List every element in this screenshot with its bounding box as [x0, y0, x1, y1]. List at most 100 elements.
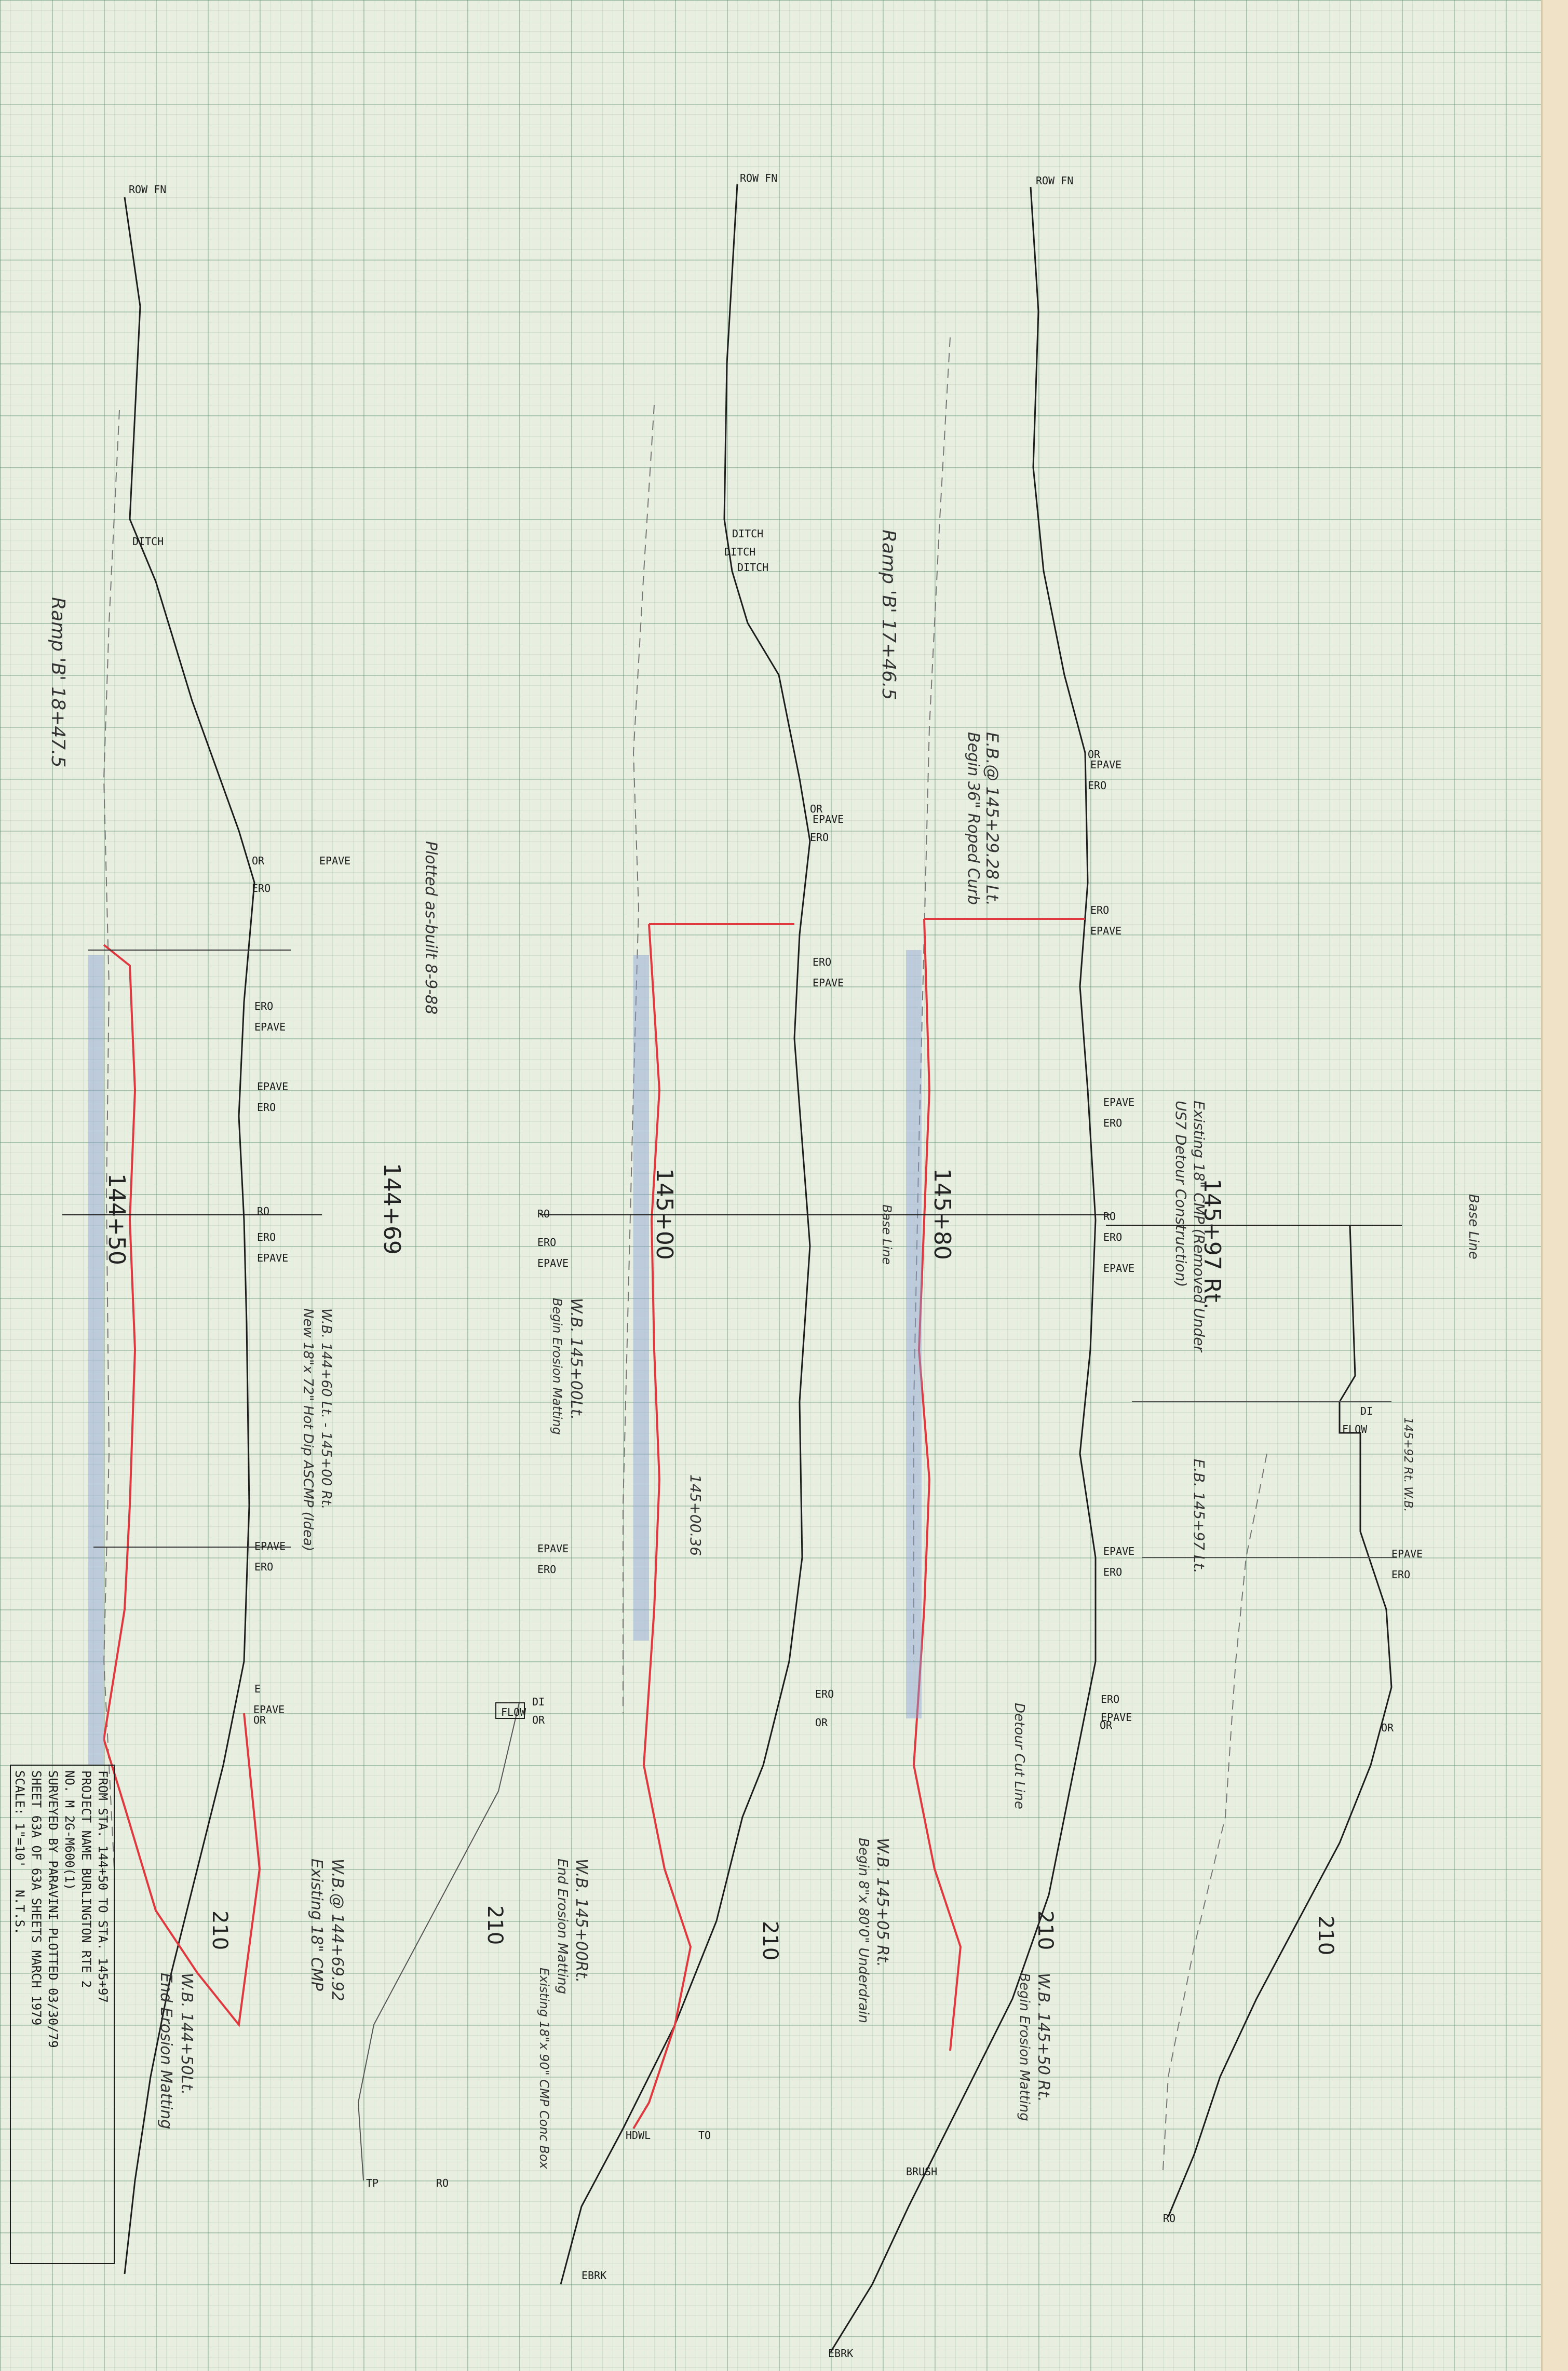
svg-text:EPAVE: EPAVE [1103, 1262, 1134, 1275]
station-label: 145+97 Rt. [1199, 1178, 1225, 1310]
svg-text:ERO: ERO [1101, 1693, 1119, 1705]
hand-station-label: 144+69 [379, 1163, 405, 1255]
svg-text:145+92 Rt. W.B.: 145+92 Rt. W.B. [1401, 1417, 1414, 1512]
svg-text:HDWL: HDWL [626, 2129, 651, 2142]
svg-text:ERO: ERO [1088, 779, 1106, 792]
svg-text:OR: OR [810, 803, 823, 815]
top-label: ROW FN [129, 183, 166, 196]
svg-text:ERO: ERO [537, 1563, 556, 1576]
svg-text:Detour Cut Line: Detour Cut Line [1011, 1703, 1027, 1809]
ground-profile [124, 197, 255, 2274]
svg-text:210: 210 [483, 1905, 507, 1945]
svg-text:TO: TO [698, 2129, 711, 2142]
svg-text:RO: RO [1163, 2212, 1175, 2225]
svg-text:Begin 36" Roped Curb: Begin 36" Roped Curb [964, 732, 982, 905]
elevation-label: 210 [758, 1921, 782, 1960]
as-built-red-line [102, 944, 261, 2027]
svg-text:DI: DI [1360, 1405, 1373, 1417]
svg-text:OR: OR [1381, 1722, 1394, 1734]
svg-text:RO: RO [257, 1205, 269, 1217]
note: New 18"x 72" Hot Dip ASCMP (Idea) [300, 1308, 316, 1551]
station-label: 145+00 [651, 1168, 678, 1260]
svg-text:EPAVE: EPAVE [254, 1540, 286, 1552]
svg-text:ERO: ERO [254, 1561, 273, 1573]
ground-profile [830, 186, 1097, 2352]
svg-text:OR: OR [532, 1714, 545, 1726]
section-144-50: ROW FN DITCH 144+50 144+69 210 Ramp 'B' … [47, 183, 520, 2274]
svg-text:EBRK: EBRK [828, 2347, 853, 2360]
svg-text:US7 Detour Construction): US7 Detour Construction) [1172, 1101, 1189, 1287]
svg-text:EPAVE: EPAVE [1090, 758, 1121, 771]
svg-text:W.B. 145+50 Rt.: W.B. 145+50 Rt. [1034, 1973, 1052, 2102]
svg-text:PROJECT NAME BURLINGTON RT: PROJECT NAME BURLINGTON RTE 2 [79, 1770, 93, 1988]
blue-fill [88, 955, 104, 1765]
svg-text:BRUSH: BRUSH [906, 2165, 937, 2178]
svg-text:Begin Erosion Matting: Begin Erosion Matting [550, 1298, 564, 1435]
as-built-red-line [912, 918, 1085, 2051]
svg-text:EPAVE: EPAVE [319, 855, 350, 867]
ditch-label: DITCH [132, 535, 164, 548]
pencil-profile [103, 410, 120, 1869]
svg-text:145+00.36: 145+00.36 [687, 1474, 704, 1556]
svg-text:ROW FN: ROW FN [1036, 174, 1073, 187]
svg-text:EPAVE: EPAVE [1090, 925, 1121, 937]
station-label: 145+80 [929, 1168, 955, 1260]
title-block: FROM STA. 144+50 TO STA. 145+97 PROJECT … [10, 1765, 115, 2264]
svg-text:FLOW: FLOW [1342, 1423, 1368, 1435]
svg-text:EPAVE: EPAVE [254, 1021, 286, 1033]
svg-text:DITCH: DITCH [724, 546, 755, 558]
elevation-label: 210 [1033, 1911, 1057, 1950]
svg-text:E: E [254, 1683, 261, 1695]
elevation-label: 210 [208, 1911, 232, 1950]
svg-text:EPAVE: EPAVE [1103, 1545, 1134, 1557]
svg-text:FLOW: FLOW [501, 1706, 526, 1718]
svg-text:ERO: ERO [1103, 1566, 1122, 1578]
svg-text:SHEET 63A OF 63A SHEETS MA: SHEET 63A OF 63A SHEETS MARCH 1979 [29, 1770, 44, 2025]
svg-text:NO. M 2G-M600(1): NO. M 2G-M600(1) [62, 1770, 77, 1890]
svg-text:RO: RO [537, 1208, 550, 1220]
svg-text:Base Line: Base Line [1466, 1194, 1481, 1259]
svg-text:DITCH: DITCH [737, 561, 768, 574]
svg-text:ERO: ERO [1103, 1231, 1122, 1243]
svg-text:ERO: ERO [257, 1101, 276, 1114]
svg-text:OR: OR [1100, 1719, 1113, 1731]
svg-text:OR: OR [253, 1714, 266, 1726]
ground-profile [1167, 1225, 1393, 2217]
svg-text:ERO: ERO [537, 1236, 556, 1249]
svg-text:SURVEYED BY PARAVINI PLOTT: SURVEYED BY PARAVINI PLOTTED 03/30/79 [46, 1770, 60, 2048]
svg-text:OR: OR [1088, 748, 1101, 761]
svg-text:ERO: ERO [252, 882, 271, 895]
svg-text:EPAVE: EPAVE [1103, 1096, 1134, 1108]
svg-text:Ramp 'B' 17+46.5: Ramp 'B' 17+46.5 [878, 530, 899, 700]
svg-text:EPAVE: EPAVE [813, 977, 844, 989]
svg-text:Begin 8"x 80'0" Underdrain: Begin 8"x 80'0" Underdrain [856, 1838, 871, 2023]
svg-text:OR: OR [252, 855, 265, 867]
svg-text:Existing 18"x 90" CMP Conc Box: Existing 18"x 90" CMP Conc Box [537, 1968, 551, 2170]
svg-text:ERO: ERO [254, 1000, 273, 1012]
paper-edge [1541, 0, 1568, 2371]
svg-text:W.B. 145+00Rt.: W.B. 145+00Rt. [572, 1859, 590, 1983]
svg-text:DITCH: DITCH [732, 527, 763, 540]
svg-text:E.B.@ 145+29.28 Lt.: E.B.@ 145+29.28 Lt. [982, 732, 1002, 906]
red-note: Plotted as-built 8-9-88 [422, 841, 440, 1014]
svg-text:W.B. 145+05 Rt.: W.B. 145+05 Rt. [873, 1838, 891, 1967]
elevation-label: 210 [1314, 1916, 1337, 1955]
svg-text:W.B. 145+00Lt.: W.B. 145+00Lt. [567, 1298, 585, 1420]
section-145-97: 145+97 Rt. 210 Existing 18" CMP (Removed… [1106, 1101, 1481, 2225]
svg-text:EPAVE: EPAVE [537, 1257, 569, 1269]
svg-text:E.B. 145+97 Lt.: E.B. 145+97 Lt. [1191, 1459, 1208, 1574]
svg-text:ROW FN: ROW FN [740, 172, 777, 184]
note: W.B.@ 144+69.92 [328, 1859, 346, 2001]
note: End Erosion Matting [157, 1973, 175, 2129]
blue-fill [633, 955, 649, 1641]
svg-text:EPAVE: EPAVE [257, 1252, 288, 1264]
svg-text:RO: RO [1103, 1210, 1116, 1223]
svg-text:RO: RO [436, 2177, 449, 2189]
svg-text:EPAVE: EPAVE [1101, 1711, 1132, 1724]
svg-text:FROM STA. 144+50 TO STA. 145+: FROM STA. 144+50 TO STA. 145+97 [96, 1770, 110, 2003]
blue-fill [906, 950, 922, 1718]
svg-text:SCALE: 1"=10': SCALE: 1"=10' [12, 1770, 27, 1868]
note: Existing 18" CMP [307, 1859, 326, 1991]
